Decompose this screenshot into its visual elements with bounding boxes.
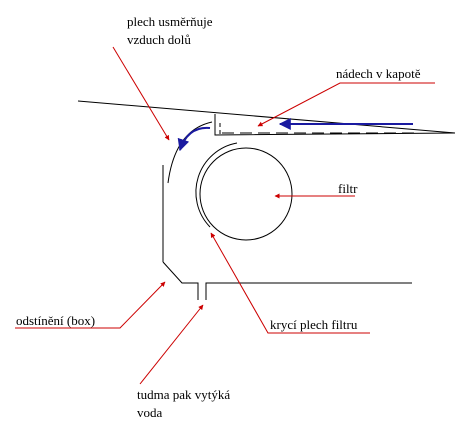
filter-circle [199,147,293,241]
label-shield-box: odstínění (box) [16,313,96,328]
label-deflector: plech usměrňuje vzduch dolů [127,13,213,49]
hood-outline [77,100,456,136]
airbox-walls [162,165,412,300]
leader-hood-scoop [257,82,435,127]
deflector-plate [167,121,213,184]
label-drain-line-2: voda [137,405,163,420]
label-deflector-line-2: vzduch dolů [127,32,191,47]
leader-shield-box [15,281,166,329]
label-filter-cover: krycí plech filtru [270,317,358,332]
label-filter: filtr [338,181,358,196]
leader-drain [139,304,204,385]
label-drain: tudma pak vytýká voda [137,386,230,422]
filter-cover-plate [195,142,238,228]
leader-filter-cover [210,232,370,334]
leader-deflector [112,46,170,141]
leader-lines [15,46,435,385]
label-hood-scoop: nádech v kapotě [336,66,421,81]
label-deflector-line-1: plech usměrňuje [127,14,213,29]
label-drain-line-1: tudma pak vytýká [137,387,231,402]
airflow-arrow-curved [177,126,211,152]
